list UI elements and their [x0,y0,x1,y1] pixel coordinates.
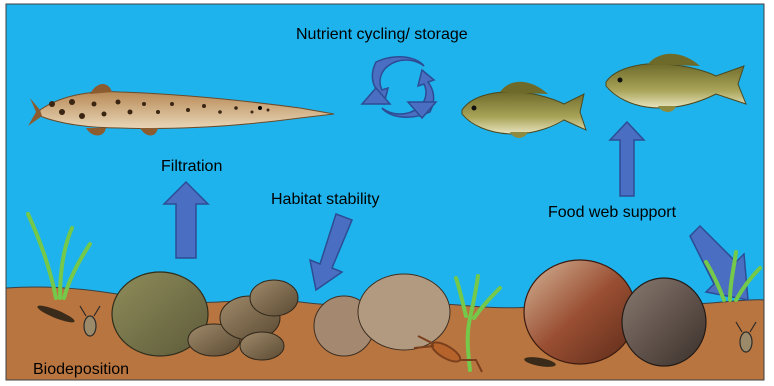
biodeposition-label: Biodeposition [33,362,129,378]
mussel-group-small-3 [250,280,298,316]
mussel-fan-right [358,274,450,350]
mussel-red-large [524,260,636,364]
filtration-label: Filtration [161,159,222,175]
food-web-support-label: Food web support [548,205,676,221]
mussel-dark-large [622,278,706,366]
nutrient-cycling-label: Nutrient cycling/ storage [296,27,468,43]
habitat-stability-label: Habitat stability [271,192,380,208]
mussel-group-small-4 [240,332,284,360]
